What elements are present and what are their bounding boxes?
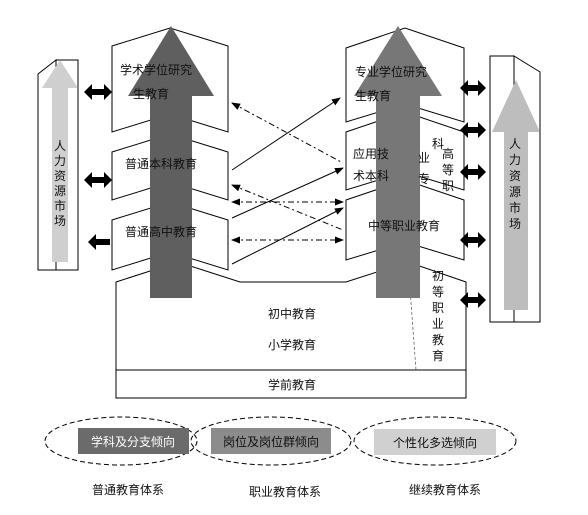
caption-general-system: 普通教育体系 [92, 482, 164, 497]
higher-voc-char-2: 等 [442, 163, 454, 177]
left-market-char-2: 力 [54, 154, 66, 168]
svg-text:职: 职 [432, 301, 444, 315]
market-link-arrows [84, 80, 486, 308]
legend-item-3: 个性化多选倾向 [393, 435, 477, 450]
primary-voc-last-char: 育 [432, 348, 444, 363]
junior-high-label: 初中教育 [268, 306, 316, 321]
specialty-char-2: 科 [432, 137, 444, 151]
pathway-connectors [231, 97, 344, 265]
vocational-track-arrow [354, 26, 442, 298]
left-market-char-4: 源 [54, 184, 66, 198]
preschool-label: 学前教育 [268, 377, 316, 392]
high-school-label: 普通高中教育 [125, 224, 197, 239]
legend-swatch-light [374, 429, 496, 455]
right-market-char-3: 资 [509, 169, 521, 183]
academic-grad-label-2: 生教育 [133, 86, 169, 101]
general-track-arrow [128, 26, 214, 298]
prof-grad-label-2: 生教育 [355, 88, 391, 103]
specialty-prefix-char: 业 [418, 151, 430, 165]
left-market-char-6: 场 [54, 214, 66, 228]
svg-text:教: 教 [432, 332, 444, 347]
svg-text:初: 初 [432, 269, 444, 283]
legend-item-1: 学科及分支倾向 [91, 434, 175, 449]
left-hr-market-panel: 人 力 资 源 市 场 [37, 58, 79, 271]
legend-swatch-dark [78, 428, 189, 454]
right-market-char-2: 力 [509, 153, 521, 167]
svg-text:等: 等 [432, 285, 444, 299]
svg-text:业: 业 [432, 317, 444, 331]
applied-undergrad-label-1: 应用技 [353, 146, 389, 161]
right-market-char-1: 人 [509, 137, 521, 151]
right-market-char-6: 场 [509, 217, 521, 231]
undergrad-label: 普通本科教育 [125, 156, 197, 171]
left-market-char-5: 市 [54, 198, 66, 213]
right-hr-market-panel: 人 力 资 源 市 场 [489, 55, 541, 323]
caption-vocational-system: 职业教育体系 [249, 484, 321, 499]
left-link-arrow-1 [84, 84, 112, 100]
right-market-char-5: 市 [509, 200, 521, 215]
left-market-char-3: 资 [54, 169, 66, 183]
legend-item-2: 岗位及岗位群倾向 [223, 434, 319, 449]
applied-undergrad-label-2: 术本科 [353, 169, 389, 183]
primary-voc-label: 初 等 职 业 教 [432, 269, 444, 347]
right-link-arrow-4 [460, 232, 486, 248]
left-link-arrow-2 [84, 172, 112, 188]
primary-school-label: 小学教育 [268, 337, 316, 352]
legend: 学科及分支倾向 岗位及岗位群倾向 个性化多选倾向 [44, 416, 517, 466]
higher-voc-char-1: 高 [442, 146, 454, 161]
left-market-char-1: 人 [54, 139, 66, 153]
right-link-arrow-3 [460, 164, 486, 180]
legend-swatch-mid [211, 428, 331, 454]
academic-grad-label-1: 学术学位研究 [120, 62, 192, 77]
secondary-voc-label: 中等职业教育 [368, 218, 440, 233]
caption-continuing-system: 继续教育体系 [409, 482, 481, 497]
higher-voc-char-3: 职 [442, 179, 454, 193]
prof-grad-label-1: 专业学位研究 [355, 64, 427, 79]
right-link-arrow-5 [460, 292, 486, 308]
right-market-char-4: 源 [509, 185, 521, 199]
right-link-arrow-1 [460, 80, 486, 96]
right-link-arrow-2 [460, 122, 486, 138]
specialty-char-1: 专 [418, 171, 430, 186]
left-link-arrow-3 [88, 234, 110, 250]
